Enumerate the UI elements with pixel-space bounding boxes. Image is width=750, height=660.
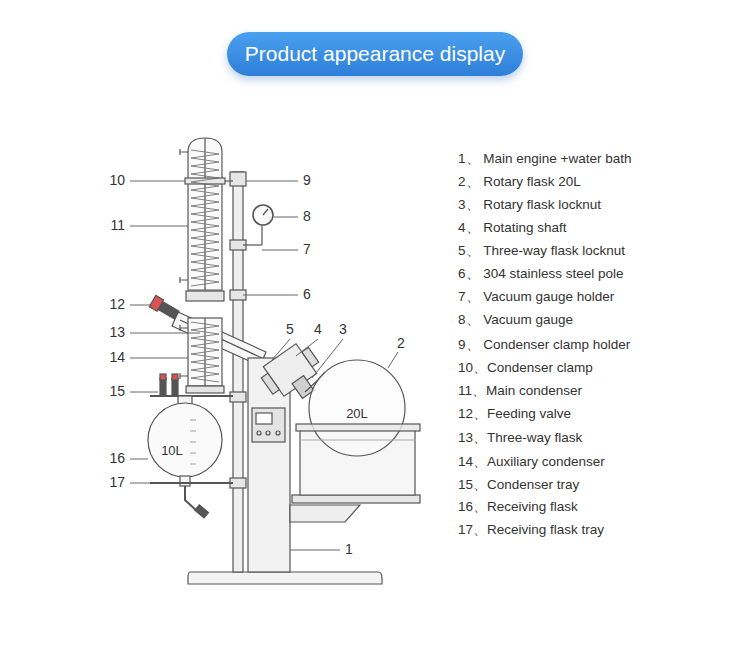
callout-number: 15 [109, 384, 125, 399]
valve-cap [160, 374, 166, 380]
callout-number: 16 [109, 451, 125, 466]
coil-windings [191, 150, 219, 286]
callout-number: 12 [109, 297, 125, 312]
coil-windings [191, 322, 219, 382]
control-panel [252, 408, 285, 442]
part-list-item: 1、 Main engine +water bath [458, 152, 631, 167]
callout-number: 10 [109, 173, 125, 188]
rotary-flask [309, 360, 405, 456]
clamp-holder [230, 172, 246, 186]
receiving-flask [148, 403, 222, 477]
nozzle [180, 149, 188, 155]
feeding-valve [149, 295, 180, 320]
gauge-holder [243, 244, 262, 245]
bath-rim [296, 424, 420, 431]
graduation-tick [190, 431, 196, 432]
button [266, 431, 270, 435]
clamp-arm [225, 180, 233, 181]
callout-number: 9 [303, 173, 311, 188]
drain-valve [195, 505, 209, 518]
part-list-item: 13、Three-way flask [458, 431, 582, 446]
button [257, 431, 261, 435]
callout-number: 5 [286, 322, 294, 337]
graduation-tick [190, 420, 196, 421]
part-list-item: 11、Main condenser [458, 384, 582, 399]
graduation-tick [190, 453, 196, 454]
volume-label: 20L [346, 407, 368, 421]
part-list-item: 10、Condenser clamp [458, 361, 593, 376]
condenser-core [204, 138, 205, 290]
bath-support [290, 505, 360, 522]
condenser-clamp [185, 178, 225, 184]
nozzle [180, 325, 188, 331]
callout-number: 3 [339, 322, 347, 337]
part-list-item: 12、Feeding valve [458, 407, 571, 422]
graduation-tick [190, 442, 196, 443]
button [276, 431, 280, 435]
part-list-item: 17、Receiving flask tray [458, 523, 604, 538]
title-pill: Product appearance display [227, 32, 523, 76]
auxiliary-condenser [188, 318, 222, 386]
callout-number: 1 [345, 542, 353, 557]
volume-label: 10L [161, 444, 183, 458]
display [256, 413, 272, 424]
part-list-item: 7、 Vacuum gauge holder [458, 290, 614, 305]
gauge-needle [263, 209, 268, 215]
valve-handle [160, 378, 166, 396]
part-list-item: 4、 Rotating shaft [458, 221, 567, 236]
part-list-item: 6、 304 stainless steel pole [458, 267, 624, 282]
callout-number: 2 [397, 336, 405, 351]
part-list-item: 8、 Vacuum gauge [458, 313, 573, 328]
base-plate [188, 572, 382, 584]
part-list-item: 15、Condenser tray [458, 478, 579, 493]
water-line [300, 439, 415, 440]
vacuum-gauge [253, 205, 273, 225]
callout-number: 4 [314, 322, 322, 337]
part-list-item: 9、 Condenser clamp holder [458, 338, 630, 353]
part-list-item: 5、 Three-way flask locknut [458, 244, 625, 259]
callout-number: 14 [109, 350, 125, 365]
gauge-stem [261, 226, 262, 245]
condenser-coil [191, 150, 219, 286]
valve-cap [172, 374, 178, 380]
condenser-coil [191, 322, 219, 382]
leader-lines [130, 181, 398, 550]
part-list-item: 2、 Rotary flask 20L [458, 175, 581, 190]
callout-number: 7 [303, 242, 311, 257]
bath-tray [292, 495, 420, 503]
nozzle [180, 277, 188, 283]
condenser-flange [186, 291, 224, 301]
callout-number: 11 [110, 218, 125, 233]
callout-number: 13 [109, 325, 125, 340]
receiving-flask-tray [150, 482, 233, 484]
callout-number: 8 [303, 209, 311, 224]
steel-pole [233, 172, 243, 572]
part-list-item: 16、Receiving flask [458, 500, 578, 515]
main-condenser [188, 138, 222, 290]
water-bath [300, 430, 415, 495]
callout-number: 17 [109, 475, 125, 490]
graduation-tick [190, 464, 196, 465]
part-list-item: 14、Auxiliary condenser [458, 455, 605, 470]
condenser-flange [186, 386, 224, 393]
graduations [190, 420, 196, 464]
valve-handle [172, 378, 178, 396]
flask-outlet [180, 476, 190, 486]
title: Product appearance display [245, 42, 505, 66]
part-list-item: 3、 Rotary flask locknut [458, 198, 601, 213]
callout-number: 6 [303, 287, 311, 302]
nozzle [180, 373, 188, 379]
